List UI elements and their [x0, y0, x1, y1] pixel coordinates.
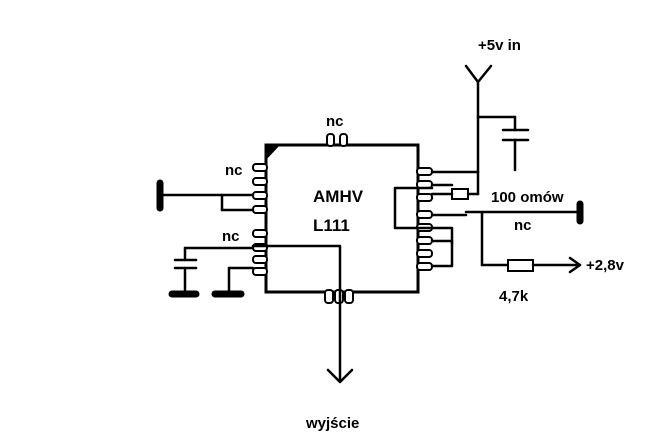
right-nc-line [464, 200, 584, 225]
label-output: wyjście [305, 415, 359, 432]
chip-name-line2: L111 [313, 216, 350, 235]
output-line [251, 244, 354, 384]
right-loop-wiring [393, 186, 468, 268]
label-nc-left-upper: nc [225, 162, 243, 179]
resistor-4k7 [507, 259, 534, 272]
supply-28v-net [480, 210, 582, 274]
label-nc-top: nc [326, 113, 344, 130]
label-supply-5v: +5v in [478, 37, 521, 54]
ic-chip: AMHV L111 [264, 143, 420, 294]
label-resistor-4k7: 4,7k [499, 288, 529, 305]
label-supply-28v: +2,8v [586, 257, 625, 274]
label-nc-right: nc [514, 217, 532, 234]
pin1-marker [266, 145, 280, 160]
supply-5v-net [430, 64, 530, 174]
label-nc-left-lower: nc [222, 228, 240, 245]
top-pins [326, 133, 348, 147]
left-lower-ground [168, 246, 255, 298]
resistor-100-ohm [430, 170, 480, 200]
left-upper-ground [156, 179, 255, 212]
label-resistor-100: 100 omów [491, 189, 564, 206]
chip-name-line1: AMHV [313, 187, 364, 206]
